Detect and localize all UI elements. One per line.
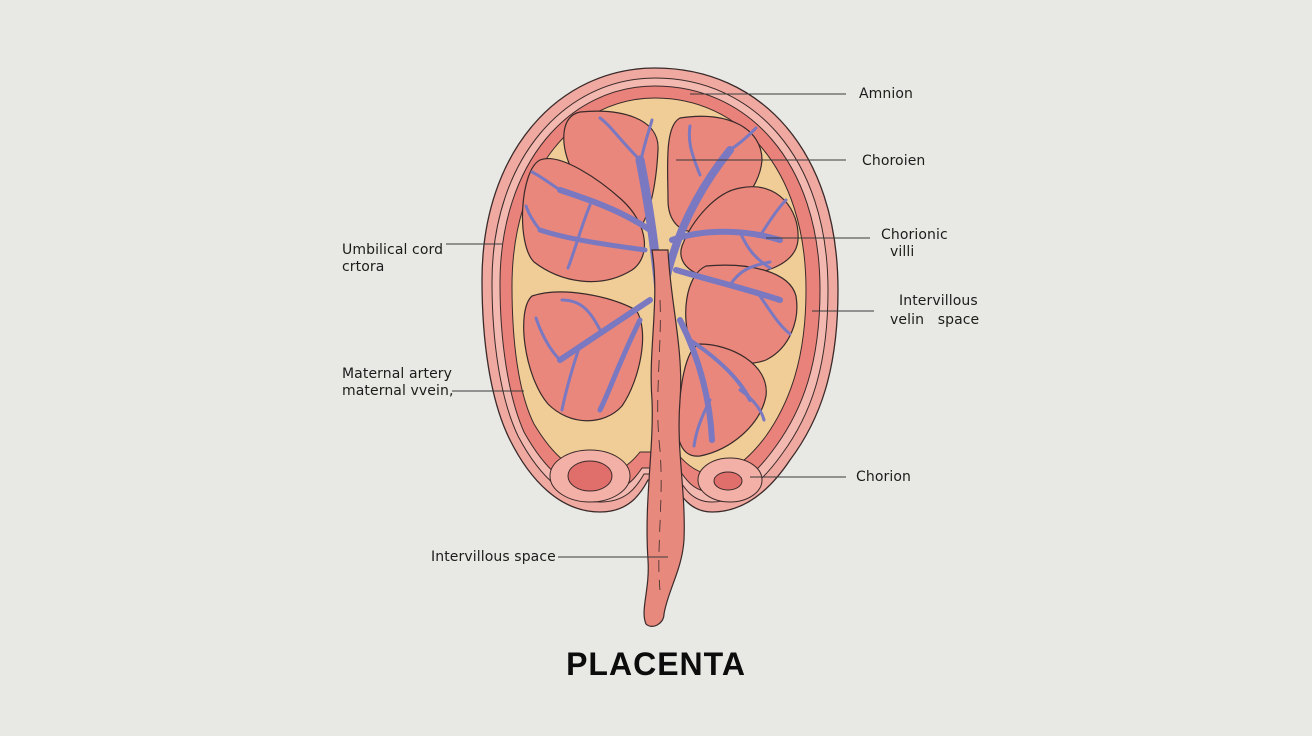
label-chorionic-villi-line1: Chorionic	[881, 227, 948, 243]
label-chorionic-villi-line2: villi	[890, 244, 915, 260]
label-umbilical-cord-line1: Umbilical cord	[342, 242, 444, 258]
label-amnion: Amnion	[859, 86, 914, 102]
leader-lines	[446, 93, 874, 558]
umbilical-cord	[643, 249, 685, 627]
label-chorion: Chorion	[856, 469, 911, 485]
label-maternal-vein: maternal vvein,	[342, 383, 454, 399]
label-umbilical-cord-line2: crtora	[342, 259, 385, 275]
diagram-title: PLACENTA	[566, 646, 746, 682]
label-maternal-artery: Maternal artery	[342, 366, 453, 382]
label-choroien: Choroien	[862, 153, 926, 169]
label-intervillous-vein-line1: Intervillous	[899, 293, 978, 309]
label-intervillous-space: Intervillous space	[431, 549, 556, 565]
label-intervillous-vein-line2: velin space	[890, 312, 980, 328]
